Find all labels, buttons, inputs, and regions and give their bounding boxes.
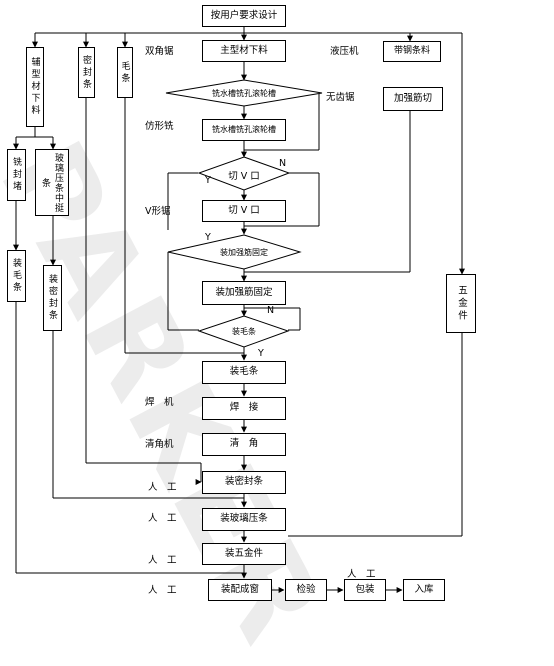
install-brush-side-box: 装毛条: [7, 250, 26, 302]
v-yes-flag: Y: [205, 175, 211, 186]
brush-decision: 装毛条: [232, 327, 256, 336]
seal-strip-box: 装密封条: [202, 471, 286, 494]
reinforce-yes-flag: Y: [205, 232, 211, 243]
v-no-flag: N: [279, 158, 287, 169]
connector-lines: [13, 27, 465, 593]
inspect-box: 检验: [285, 579, 327, 601]
reinforce-cut-box: 加强筋切: [383, 87, 443, 111]
no-tooth-saw-label: 无齿锯: [326, 92, 355, 103]
design-box: 按用户要求设计: [202, 5, 286, 27]
assemble-box: 装配成窗: [208, 579, 272, 601]
reinforce-decision: 装加强筋固定: [220, 248, 268, 257]
aux-cut-box: 辅型材下料: [26, 47, 44, 127]
clean-corner-box: 清 角: [202, 433, 286, 456]
reinforce-box: 装加强筋固定: [202, 281, 286, 305]
copy-mill-label: 仿形铣: [145, 121, 174, 132]
brush-yes-flag: Y: [258, 348, 264, 359]
manual-label-glass: 人 工: [148, 513, 177, 524]
seal-strip-material-box: 密封条: [78, 47, 95, 98]
manual-label-assemble: 人 工: [148, 585, 177, 596]
hardware-box: 装五金件: [202, 543, 286, 565]
manual-label-seal: 人 工: [148, 482, 177, 493]
flowchart-canvas: PARKER: [0, 5, 476, 666]
brush-no-flag: N: [267, 305, 275, 316]
v-saw-label: V形锯: [145, 206, 171, 217]
install-seal-side-box: 装密封条: [43, 265, 62, 331]
welder-label: 焊 机: [145, 397, 174, 408]
cleaner-label: 清角机: [145, 439, 174, 450]
drainage-decision: 铣水槽铣孔滚轮槽: [212, 89, 276, 98]
hardware-parts-box: 五金件: [446, 274, 476, 333]
store-box: 入库: [403, 579, 445, 601]
weld-box: 焊 接: [202, 397, 286, 420]
steel-strip-box: 带钢条料: [383, 41, 441, 62]
mill-seal-box: 铣封堵: [7, 149, 26, 201]
pack-box: 包装: [344, 579, 386, 601]
glass-bead-cut-box: 玻璃压条中挺条: [35, 149, 69, 216]
brush-strip-material-box: 毛条: [117, 47, 133, 98]
double-saw-label: 双角锯: [145, 46, 174, 57]
main-cut-box: 主型材下料: [202, 40, 286, 62]
manual-label-hardware: 人 工: [148, 555, 177, 566]
punch-label: 液压机: [330, 46, 359, 57]
v-notch-decision: 切 V 口: [228, 171, 260, 182]
v-notch-box: 切 V 口: [202, 200, 286, 222]
drainage-mill-box: 铣水槽铣孔滚轮槽: [202, 119, 286, 141]
manual-label-pack: 人 工: [347, 569, 376, 580]
brush-box: 装毛条: [202, 361, 286, 384]
glass-bead-box: 装玻璃压条: [202, 508, 286, 531]
